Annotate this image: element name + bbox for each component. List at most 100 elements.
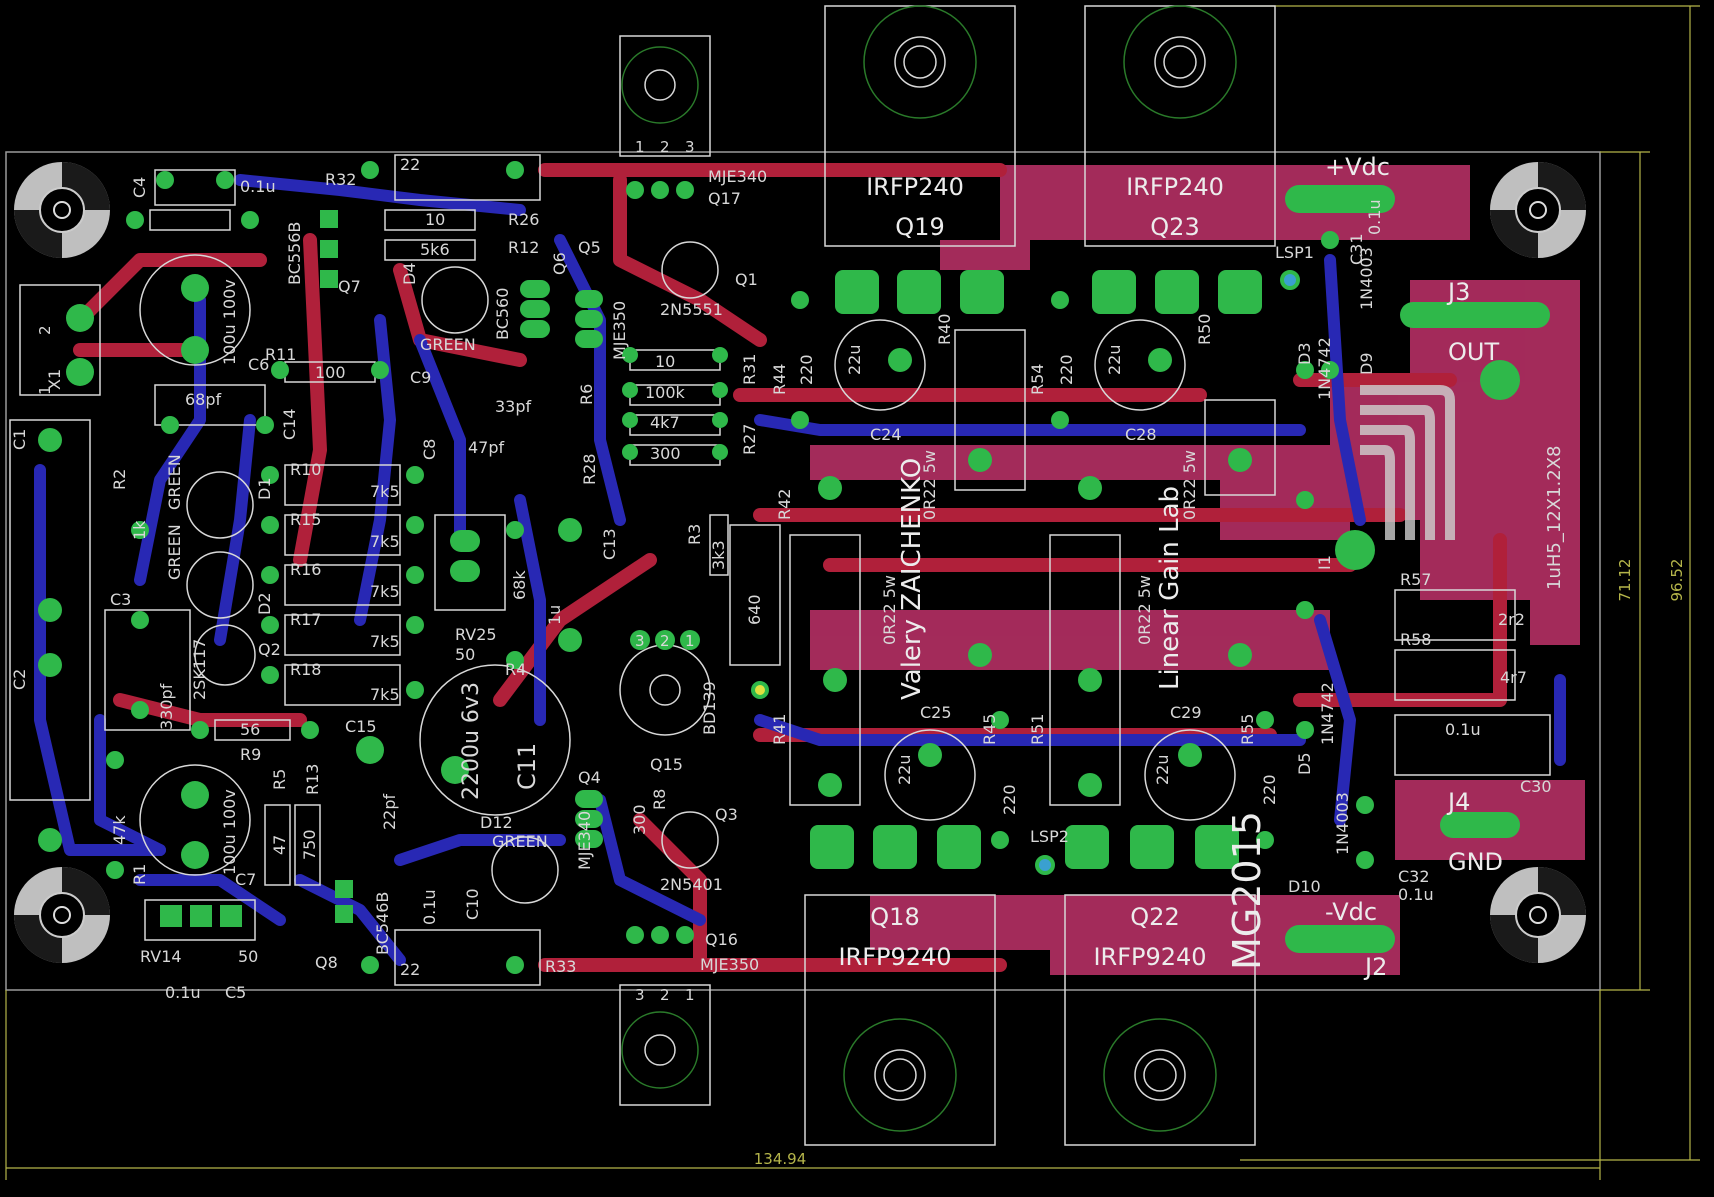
pin-q15-2: 2: [660, 632, 670, 650]
inductor-coil: [1360, 385, 1455, 540]
q17-part: MJE340: [708, 167, 767, 186]
q5-ref: Q5: [578, 238, 601, 257]
r11-ref: R11: [265, 345, 296, 364]
r55-ref: R55: [1238, 714, 1257, 745]
c3-ref: C3: [110, 590, 131, 609]
d3-value: 1N4742: [1315, 337, 1334, 400]
rv25-ref: RV25: [455, 625, 497, 644]
pin-q16-3: 3: [635, 986, 645, 1004]
q15-part: BD139: [700, 681, 719, 735]
rv14-value: 50: [238, 947, 258, 966]
r31-value: 10: [655, 352, 675, 371]
d5-ref: D5: [1295, 753, 1314, 776]
out-label: OUT: [1448, 338, 1499, 366]
r33-ref: R33: [545, 957, 576, 976]
r31-ref: R31: [740, 354, 759, 385]
d2-ref: D2: [255, 593, 274, 616]
r5-value: 47: [270, 835, 289, 855]
c2-ref: C2: [10, 669, 29, 690]
q17-ref: Q17: [708, 189, 741, 208]
capacitor-labels: C4 0.1u C5 0.1u C6 100u 100v C7 100u 100…: [10, 177, 1552, 1002]
r16-ref: R16: [290, 560, 321, 579]
d5-value: 1N4742: [1318, 682, 1337, 745]
d1-ref: D1: [255, 478, 274, 501]
dim-width: 134.94: [754, 1150, 807, 1168]
q22-ref: Q22: [1130, 903, 1179, 931]
c24-value: 22u: [845, 345, 864, 376]
r55-value: 220: [1260, 774, 1279, 805]
r45-value: 220: [1000, 784, 1019, 815]
model-name: MG2015: [1225, 811, 1269, 970]
c7-value: 100u 100v: [220, 789, 239, 875]
r10-ref: R10: [290, 460, 321, 479]
q6-part: BC560: [493, 288, 512, 340]
q16-part: MJE350: [700, 955, 759, 974]
vdc-plus-label: +Vdc: [1325, 153, 1390, 181]
q3-ref: Q3: [715, 805, 738, 824]
c25-value: 22u: [895, 755, 914, 786]
electrolytic-caps: [139, 241, 1236, 904]
r12-ref: R12: [508, 238, 539, 257]
dim-height-inner: 71.12: [1616, 559, 1634, 602]
j2-label: J2: [1363, 953, 1387, 981]
d12-ref: D12: [480, 813, 513, 832]
q1-ref: Q1: [735, 270, 758, 289]
q4-part: MJE340: [575, 811, 594, 870]
c6-value: 100u 100v: [220, 279, 239, 365]
c6-ref: C6: [248, 355, 269, 374]
r9-value: 56: [240, 720, 260, 739]
c4-ref: C4: [130, 177, 149, 198]
r17-ref: R17: [290, 610, 321, 629]
r50-ref: R50: [1195, 314, 1214, 345]
r44-value: 220: [797, 354, 816, 385]
c7-ref: C7: [235, 870, 256, 889]
pin-q16-1: 1: [685, 986, 695, 1004]
bottom-copper-traces: [34, 174, 1566, 966]
d10-value: 1N4003: [1333, 792, 1352, 855]
r51-ref: R51: [1028, 714, 1047, 745]
r3-ref: R3: [685, 524, 704, 545]
q18-ref: Q18: [870, 903, 919, 931]
q2-ref: Q2: [258, 640, 281, 659]
r58-value: 4r7: [1500, 668, 1527, 687]
designer-name: Valery ZAICHENKO: [897, 458, 927, 700]
r9-ref: R9: [240, 745, 261, 764]
c29-value: 22u: [1153, 755, 1172, 786]
c5-value: 0.1u: [165, 983, 201, 1002]
c13-ref: C13: [600, 528, 619, 560]
r2-value: 1k: [130, 520, 149, 540]
c31-value: 0.1u: [1365, 199, 1384, 235]
d10-ref: D10: [1288, 877, 1321, 896]
vias: [751, 270, 1300, 875]
c13-value: 1u: [545, 605, 564, 625]
d3-ref: D3: [1295, 343, 1314, 366]
mounting-hole-br: [1490, 867, 1586, 963]
q5-part: MJE350: [610, 301, 629, 360]
pin-q15-3: 3: [635, 632, 645, 650]
d1-value: GREEN: [165, 454, 184, 510]
r12-value: 5k6: [420, 240, 450, 259]
r41-value: 0R22 5w: [880, 575, 899, 645]
r28-value: 300: [650, 444, 681, 463]
c14-ref: C14: [280, 408, 299, 440]
r4-ref: R4: [505, 660, 526, 679]
r6-value: 100k: [645, 383, 686, 402]
inductor-value: 1uH5_12X1.2X8: [1544, 446, 1565, 591]
r15-ref: R15: [290, 510, 321, 529]
c4-value: 0.1u: [240, 177, 276, 196]
q19-part: IRFP240: [866, 173, 964, 201]
c32-ref: C32: [1398, 867, 1430, 886]
r42-ref: R42: [775, 489, 794, 520]
d4-ref: D4: [400, 263, 419, 286]
driver-pads: [160, 210, 603, 927]
board-outline: [5, 151, 1601, 991]
r17-value: 7k5: [370, 632, 400, 651]
q16-ref: Q16: [705, 930, 738, 949]
r51-value: 0R22 5w: [1135, 575, 1154, 645]
c30-value: 0.1u: [1445, 720, 1481, 739]
j3-label: J3: [1446, 278, 1470, 306]
c30-ref: C30: [1520, 777, 1552, 796]
pin-q15-1: 1: [685, 632, 695, 650]
r16-value: 7k5: [370, 582, 400, 601]
